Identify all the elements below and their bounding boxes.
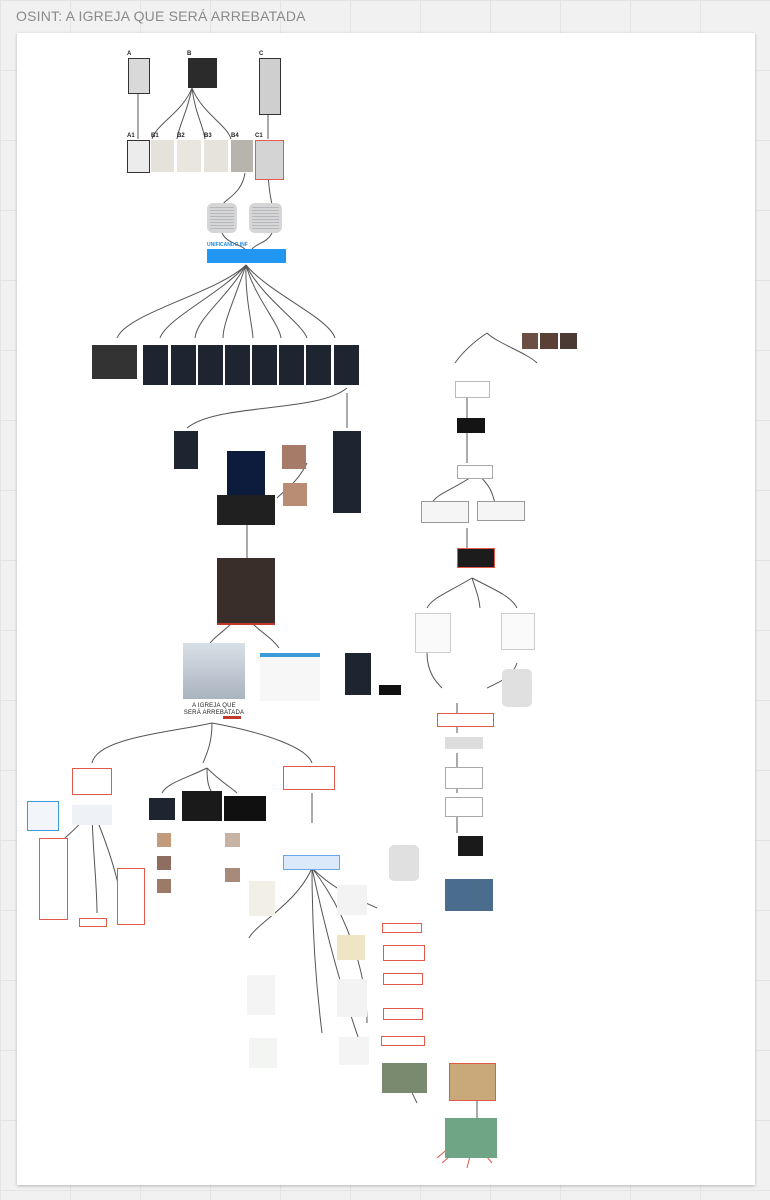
- photo-person-1[interactable]: [157, 833, 171, 847]
- screenshot-poster[interactable]: [227, 451, 265, 501]
- photo-person-5[interactable]: [225, 868, 240, 882]
- image-b[interactable]: [188, 58, 217, 88]
- screenshot-profile-1[interactable]: [143, 345, 168, 385]
- note-red-8[interactable]: [383, 945, 425, 961]
- node-label-b3: B3: [204, 133, 212, 139]
- photo-person-4[interactable]: [225, 833, 240, 847]
- church-banner-caption: A IGREJA QUE SERÁ ARREBATADA: [183, 703, 245, 716]
- doc-7[interactable]: [249, 1038, 277, 1068]
- doc-2[interactable]: [337, 885, 367, 915]
- screenshot-dark-banner[interactable]: [379, 685, 401, 695]
- note-red-11[interactable]: [381, 1036, 425, 1046]
- screenshot-right-1[interactable]: [455, 381, 490, 398]
- doc-5[interactable]: [247, 975, 275, 1015]
- highlighted-text-block[interactable]: [283, 855, 340, 870]
- doc-6[interactable]: [339, 1037, 369, 1065]
- node-label-b1: B1: [151, 133, 159, 139]
- doc-4[interactable]: [337, 979, 367, 1017]
- photo-person-3[interactable]: [157, 879, 171, 893]
- screenshot-right-8[interactable]: [472, 613, 505, 645]
- note-red-5[interactable]: [283, 766, 335, 790]
- photo-group[interactable]: [445, 1118, 497, 1158]
- screenshot-right-3[interactable]: [457, 465, 493, 479]
- screenshot-right-11[interactable]: [445, 767, 483, 789]
- screenshot-right-13[interactable]: [458, 836, 483, 856]
- note-red-7[interactable]: [382, 923, 422, 933]
- photo-thumb-3[interactable]: [560, 333, 577, 349]
- note-red-4[interactable]: [79, 918, 107, 927]
- note-red-2[interactable]: [39, 838, 68, 920]
- board-title: OSINT: A IGREJA QUE SERÁ ARREBATADA: [16, 8, 306, 24]
- church-banner-image[interactable]: [183, 643, 245, 699]
- photo-couple-2[interactable]: [283, 483, 307, 506]
- doc-1[interactable]: [249, 881, 275, 916]
- screenshot-mobile-feed[interactable]: [345, 653, 371, 695]
- note-gray-right[interactable]: [502, 669, 532, 707]
- screenshot-profile-card[interactable]: [260, 653, 320, 701]
- screenshot-profile-5[interactable]: [252, 345, 277, 385]
- screenshot-profile-7[interactable]: [306, 345, 331, 385]
- note-red-9[interactable]: [383, 973, 423, 985]
- screenshot-video-grid[interactable]: [217, 495, 275, 525]
- screenshot-spreadsheet[interactable]: [27, 801, 59, 831]
- node-label-c1: C1: [255, 133, 263, 139]
- screenshot-right-6[interactable]: [457, 548, 495, 568]
- image-b4[interactable]: [231, 140, 253, 172]
- screenshot-channel-b[interactable]: [182, 791, 222, 821]
- screenshot-profile-2[interactable]: [171, 345, 196, 385]
- photo-person-2[interactable]: [157, 856, 171, 870]
- image-c[interactable]: [259, 58, 281, 115]
- doc-3[interactable]: [337, 935, 365, 960]
- screenshot-profile-8[interactable]: [334, 345, 359, 385]
- screenshot-gallery[interactable]: [92, 345, 137, 379]
- node-label-a: A: [127, 51, 132, 57]
- image-b2[interactable]: [177, 140, 201, 172]
- board-canvas[interactable]: A B C A1 B1 B2 B3 B4 C1 UNIFICANDO INF A…: [17, 33, 755, 1185]
- node-label-b2: B2: [177, 133, 185, 139]
- screenshot-profile-6[interactable]: [279, 345, 304, 385]
- note-gray-lower[interactable]: [389, 845, 419, 881]
- screenshot-right-5[interactable]: [477, 501, 525, 521]
- church-page-button[interactable]: [223, 716, 241, 719]
- node-label-b4: B4: [231, 133, 239, 139]
- image-b3[interactable]: [204, 140, 228, 172]
- screenshot-timeline[interactable]: [333, 431, 361, 513]
- screenshot-right-12[interactable]: [445, 797, 483, 817]
- screenshot-channel-a[interactable]: [149, 798, 175, 820]
- screenshot-right-7[interactable]: [415, 613, 451, 653]
- note-red-6[interactable]: [437, 713, 494, 727]
- screenshot-right-9[interactable]: [501, 613, 535, 650]
- note-group-right-text: [252, 207, 279, 229]
- photo-house-1[interactable]: [445, 879, 493, 911]
- hub-node[interactable]: [207, 249, 286, 263]
- image-b1[interactable]: [151, 140, 174, 172]
- node-label-c: C: [259, 51, 264, 57]
- screenshot-feed[interactable]: [174, 431, 198, 469]
- note-red-10[interactable]: [383, 1008, 423, 1020]
- screenshot-profile-3[interactable]: [198, 345, 223, 385]
- screenshot-right-4[interactable]: [421, 501, 469, 523]
- photo-street[interactable]: [382, 1063, 427, 1093]
- image-a[interactable]: [128, 58, 150, 94]
- photo-couple-1[interactable]: [282, 445, 306, 469]
- photo-building-outline[interactable]: [449, 1063, 496, 1101]
- note-red-1[interactable]: [72, 768, 112, 795]
- note-group-left-text: [210, 207, 234, 229]
- screenshot-table[interactable]: [72, 805, 112, 825]
- image-a1[interactable]: [127, 140, 150, 173]
- screenshot-right-10[interactable]: [445, 737, 483, 749]
- note-red-3[interactable]: [117, 868, 145, 925]
- node-label-a1: A1: [127, 133, 135, 139]
- photo-thumb-2[interactable]: [540, 333, 558, 349]
- screenshot-video-player[interactable]: [217, 558, 275, 625]
- screenshot-right-2[interactable]: [457, 418, 485, 433]
- image-c1[interactable]: [255, 140, 284, 180]
- screenshot-profile-4[interactable]: [225, 345, 250, 385]
- photo-thumb-1[interactable]: [522, 333, 538, 349]
- hub-title: UNIFICANDO INF: [207, 242, 248, 248]
- screenshot-channel-c[interactable]: [224, 796, 266, 821]
- node-label-b: B: [187, 51, 192, 57]
